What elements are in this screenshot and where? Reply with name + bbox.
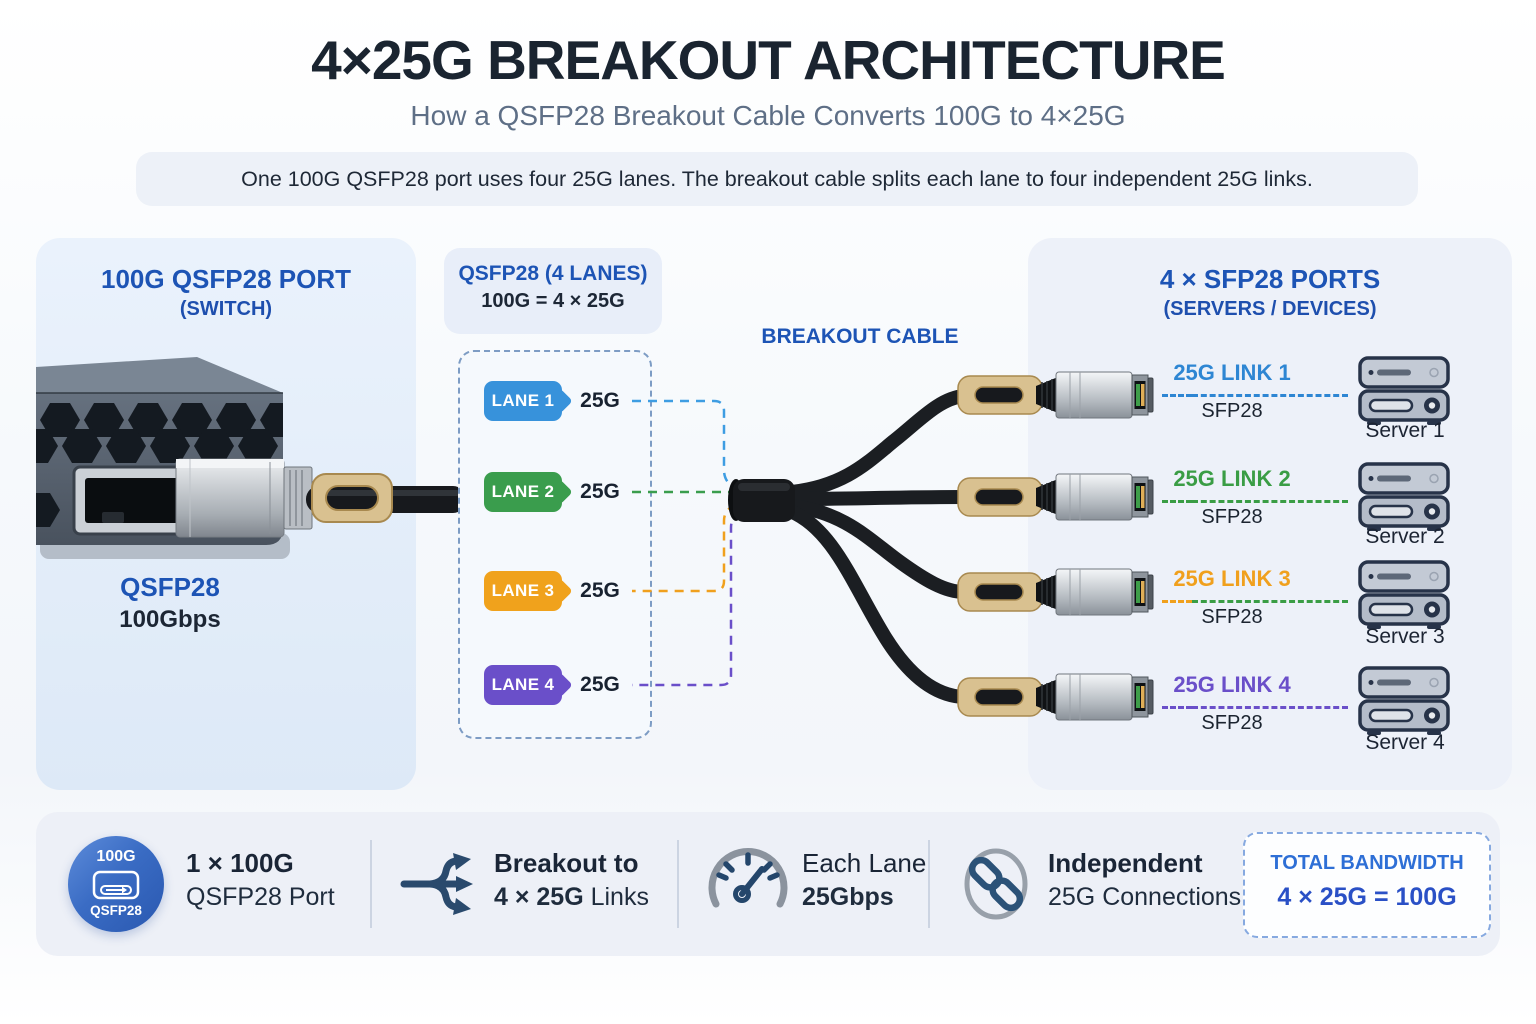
stat-independent-line1: Independent (1048, 848, 1203, 878)
link-4-label: 25G LINK 4 (1173, 672, 1291, 697)
link-3-port-label: SFP28 (1201, 606, 1263, 628)
link-4-dash-end (1192, 706, 1348, 709)
lanes-header-box: QSFP28 (4 LANES) 100G = 4 × 25G (444, 248, 662, 334)
stat-breakout-line1: Breakout to (494, 848, 639, 878)
stat-lane-speed-line1: Each Lane (802, 848, 927, 878)
link-1-label: 25G LINK 1 (1173, 360, 1291, 385)
total-bandwidth-title: TOTAL BANDWIDTH (1270, 852, 1464, 874)
switch-panel-title: 100G QSFP28 PORT (101, 264, 351, 294)
chain-link-icon (964, 848, 1028, 920)
stat-qsfp-port: 1 × 100G QSFP28 Port (186, 846, 335, 914)
servers-panel-title: 4 × SFP28 PORTS (1159, 264, 1381, 294)
stat-qsfp-port-line2: QSFP28 Port (186, 883, 335, 911)
link-1-dash-start (1162, 394, 1192, 397)
gauge-icon (708, 848, 788, 908)
lanes-equation: 100G = 4 × 25G (481, 290, 625, 312)
switch-panel-subtitle: (SWITCH) (179, 298, 273, 320)
link-2-label: 25G LINK 2 (1173, 466, 1291, 491)
badge-top-text: 100G (96, 848, 136, 865)
lane-4-badge: LANE 4 (484, 665, 562, 705)
footer-divider-1 (370, 840, 372, 928)
stat-breakout-line2-strong: 4 × 25G (494, 883, 584, 911)
link-3-label: 25G LINK 3 (1173, 566, 1291, 591)
cable-hub (728, 479, 795, 522)
server-3-icon (1358, 560, 1450, 630)
link-2-dash-end (1192, 500, 1348, 503)
sfp28-connector-3 (957, 568, 1154, 616)
switch-illustration (36, 357, 466, 559)
lane-1-speed: 25G (580, 389, 620, 412)
qsfp28-speed-caption: 100Gbps (119, 606, 221, 633)
stat-independent-line2: 25G Connections (1048, 883, 1242, 911)
stat-breakout-line2-rest: Links (583, 883, 649, 911)
qsfp28-transceiver (175, 458, 313, 538)
total-bandwidth-box: TOTAL BANDWIDTH 4 × 25G = 100G (1243, 832, 1491, 938)
server-2-icon (1358, 462, 1450, 532)
server-3-name: Server 3 (1365, 625, 1445, 648)
breakout-cables (783, 389, 971, 704)
lane-3-speed: 25G (580, 579, 620, 602)
total-bandwidth-value: 4 × 25G = 100G (1277, 883, 1457, 911)
stat-qsfp-port-line1: 1 × 100G (186, 848, 294, 878)
pull-tab (311, 473, 393, 523)
server-4-name: Server 4 (1365, 731, 1445, 754)
badge-bottom-text: QSFP28 (90, 903, 142, 918)
qsfp28-caption: QSFP28 (120, 572, 220, 602)
breakout-cable-label: BREAKOUT CABLE (761, 325, 959, 348)
sfp28-connector-1 (957, 371, 1154, 419)
link-3-dash-start (1162, 600, 1192, 603)
link-3-dash-end (1192, 600, 1348, 603)
link-2-port-label: SFP28 (1201, 506, 1263, 528)
stat-breakout: Breakout to 4 × 25G Links (494, 846, 649, 914)
link-1-dash-end (1192, 394, 1348, 397)
intro-banner: One 100G QSFP28 port uses four 25G lanes… (136, 152, 1418, 206)
page-title: 4×25G BREAKOUT ARCHITECTURE (311, 29, 1226, 91)
stat-lane-speed: Each Lane 25Gbps (802, 846, 926, 914)
servers-panel-subtitle: (SERVERS / DEVICES) (1163, 298, 1377, 320)
stat-independent: Independent 25G Connections (1048, 846, 1241, 914)
vent-hexagons (36, 403, 283, 527)
lane-dash-connectors (632, 399, 741, 687)
link-4-port-label: SFP28 (1201, 712, 1263, 734)
server-4-icon (1358, 666, 1450, 736)
page-subtitle: How a QSFP28 Breakout Cable Converts 100… (410, 100, 1126, 131)
server-1-icon (1358, 356, 1450, 426)
transceiver-glyph-icon (92, 870, 140, 900)
server-2-name: Server 2 (1365, 525, 1445, 548)
lane-3-badge: LANE 3 (484, 571, 562, 611)
link-2-dash-start (1162, 500, 1192, 503)
lanes-title: QSFP28 (4 LANES) (458, 262, 648, 285)
server-1-name: Server 1 (1365, 419, 1445, 442)
breakout-cable-illustration (632, 371, 1154, 721)
stat-lane-speed-line2: 25Gbps (802, 883, 894, 911)
sfp28-connector-2 (957, 473, 1154, 521)
lane-2-speed: 25G (580, 480, 620, 503)
qsfp28-badge-icon: 100G QSFP28 (68, 836, 164, 932)
lane-2-badge: LANE 2 (484, 472, 562, 512)
footer-divider-3 (928, 840, 930, 928)
footer-divider-2 (677, 840, 679, 928)
sfp28-connector-4 (957, 673, 1154, 721)
link-4-dash-start (1162, 706, 1192, 709)
lane-1-badge: LANE 1 (484, 381, 562, 421)
split-arrows-icon (400, 853, 473, 915)
lane-4-speed: 25G (580, 673, 620, 696)
link-1-port-label: SFP28 (1201, 400, 1263, 422)
